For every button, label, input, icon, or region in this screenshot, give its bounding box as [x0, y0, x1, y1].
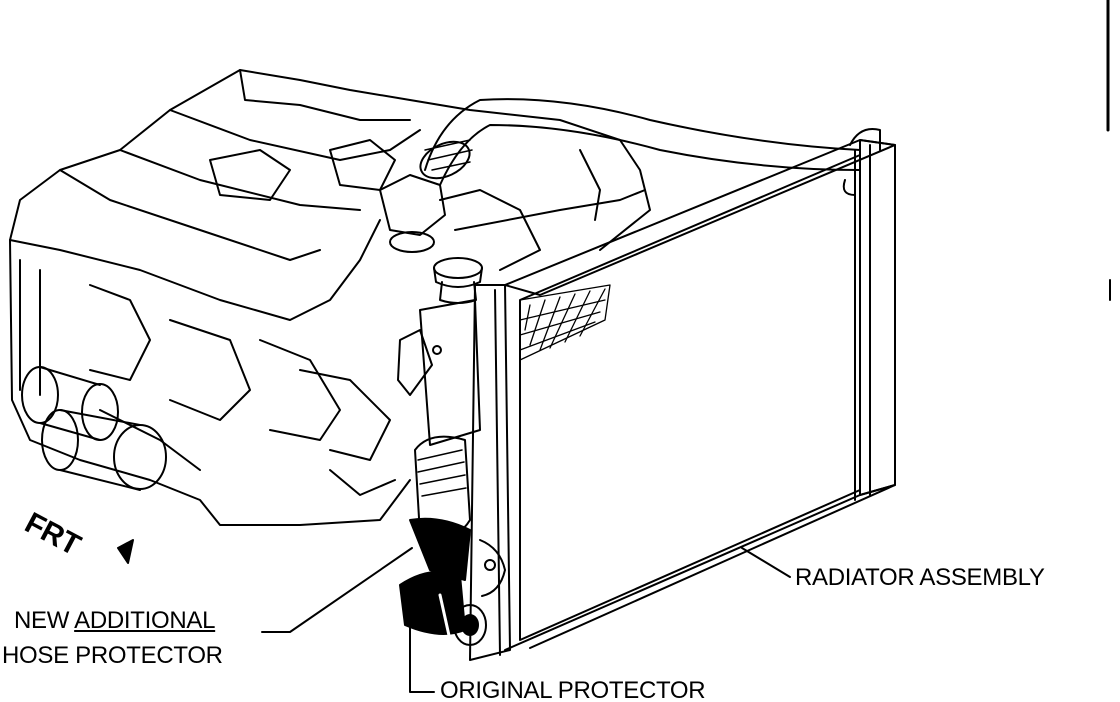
page-edge-marks — [1106, 0, 1111, 301]
front-arrow-icon — [117, 539, 134, 564]
original-protector-label: ORIGINAL PROTECTOR — [440, 677, 706, 702]
additional-underlined-text: ADDITIONAL — [74, 607, 216, 634]
leader-lines — [261, 547, 791, 693]
lower-radiator-hose — [409, 435, 506, 597]
radiator-assembly — [469, 128, 896, 661]
engine-block — [9, 69, 651, 526]
new-prefix-text: NEW — [14, 607, 75, 634]
original-protector — [399, 570, 487, 646]
hose-protector-label: HOSE PROTECTOR — [2, 642, 223, 669]
coolant-filler-cap — [397, 257, 483, 446]
radiator-assembly-label: RADIATOR ASSEMBLY — [795, 564, 1045, 591]
upper-radiator-hose — [419, 98, 861, 186]
new-additional-protector-label: NEW ADDITIONAL — [14, 609, 215, 633]
